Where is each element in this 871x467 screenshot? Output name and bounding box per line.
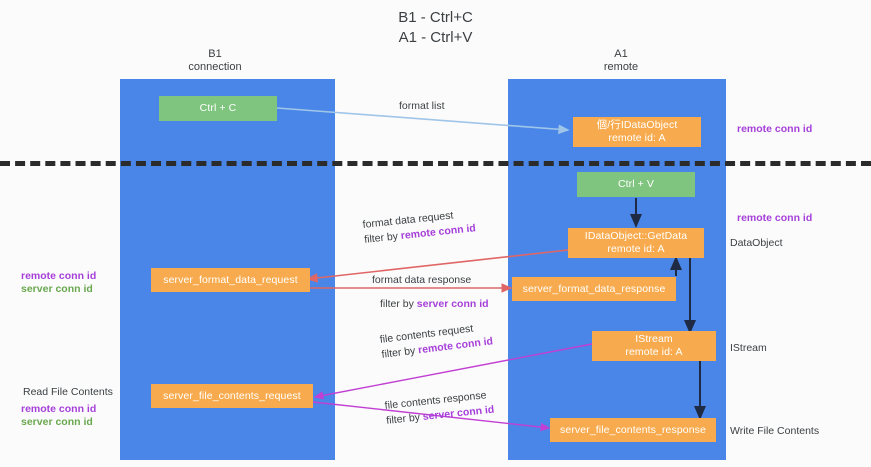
arrow-label-format-data-response-line1: format data response [372,274,472,286]
node-idataobject-top-line2: remote id: A [608,132,666,144]
column-header-b1: B1 connection [150,48,280,74]
filter-by-prefix-4: filter by [385,411,424,427]
arrow-label-format-list: format list [399,99,445,114]
annotation-left-remote-conn-id-2: remote conn id [21,403,97,415]
filter-by-prefix-3: filter by [380,344,419,361]
arrow-label-file-contents-request: file contents request filter by remote c… [379,319,494,362]
annotation-left-server-conn-id: server conn id [21,283,93,295]
arrow-label-format-data-response: format data response filter by server co… [372,273,489,312]
column-header-a1-sub: remote [603,61,639,73]
filter-key-server-conn-id: server conn id [416,298,489,310]
page-title: B1 - Ctrl+C A1 - Ctrl+V [0,8,871,48]
node-ctrl-v[interactable]: Ctrl + V [577,172,695,197]
arrow-label-format-data-request: format data request filter by remote con… [362,206,477,248]
node-server-file-contents-response[interactable]: server_file_contents_response [550,418,716,442]
node-getdata-line2: remote id: A [607,243,665,255]
filter-by-prefix-2: filter by [380,298,417,310]
node-istream[interactable]: IStream remote id: A [592,331,716,361]
column-header-b1-sub: connection [188,61,242,73]
node-ctrl-v-label: Ctrl + V [617,178,655,190]
annotation-right-istream: IStream [730,342,767,354]
node-server-format-data-response[interactable]: server_format_data_response [512,277,676,301]
node-idataobject-top[interactable]: 個/行IDataObject remote id: A [573,117,701,147]
node-ctrl-c-label: Ctrl + C [199,102,237,114]
node-server-file-contents-request-label: server_file_contents_request [163,389,301,402]
annotation-left-remote-conn-id: remote conn id [21,270,97,282]
node-istream-line2: remote id: A [625,346,683,358]
column-header-b1-name: B1 [208,48,222,60]
annotation-left-read-file-contents: Read File Contents [23,386,113,398]
node-server-format-data-response-label: server_format_data_response [522,282,666,295]
arrow-label-format-data-response-line2: filter by server conn id [380,297,489,312]
column-header-a1: A1 remote [556,48,686,74]
annotation-right-write-file-contents: Write File Contents [730,425,820,437]
node-server-file-contents-response-label: server_file_contents_response [560,423,706,436]
node-server-format-data-request-label: server_format_data_request [163,273,298,286]
node-server-file-contents-request[interactable]: server_file_contents_request [151,384,313,408]
node-istream-line1: IStream [635,333,673,345]
annotation-left-server-conn-id-2: server conn id [21,416,93,428]
annotation-right-remote-conn-top: remote conn id [737,123,813,135]
filter-by-prefix: filter by [363,230,402,246]
phase-divider [0,161,871,166]
node-getdata[interactable]: IDataObject::GetData remote id: A [568,228,704,258]
node-idataobject-top-line1: 個/行IDataObject [596,119,678,131]
node-ctrl-c[interactable]: Ctrl + C [159,96,277,121]
column-header-a1-name: A1 [614,48,628,60]
annotation-right-remote-conn-mid: remote conn id [737,212,813,224]
node-server-format-data-request[interactable]: server_format_data_request [151,268,310,292]
arrow-label-file-contents-response: file contents response filter by server … [384,388,495,429]
page-title-line1: B1 - Ctrl+C [398,9,473,26]
arrow-label-format-list-text: format list [399,100,445,112]
page-title-line2: A1 - Ctrl+V [398,29,473,46]
annotation-right-dataobject: DataObject [730,237,783,249]
node-getdata-line1: IDataObject::GetData [584,230,688,242]
